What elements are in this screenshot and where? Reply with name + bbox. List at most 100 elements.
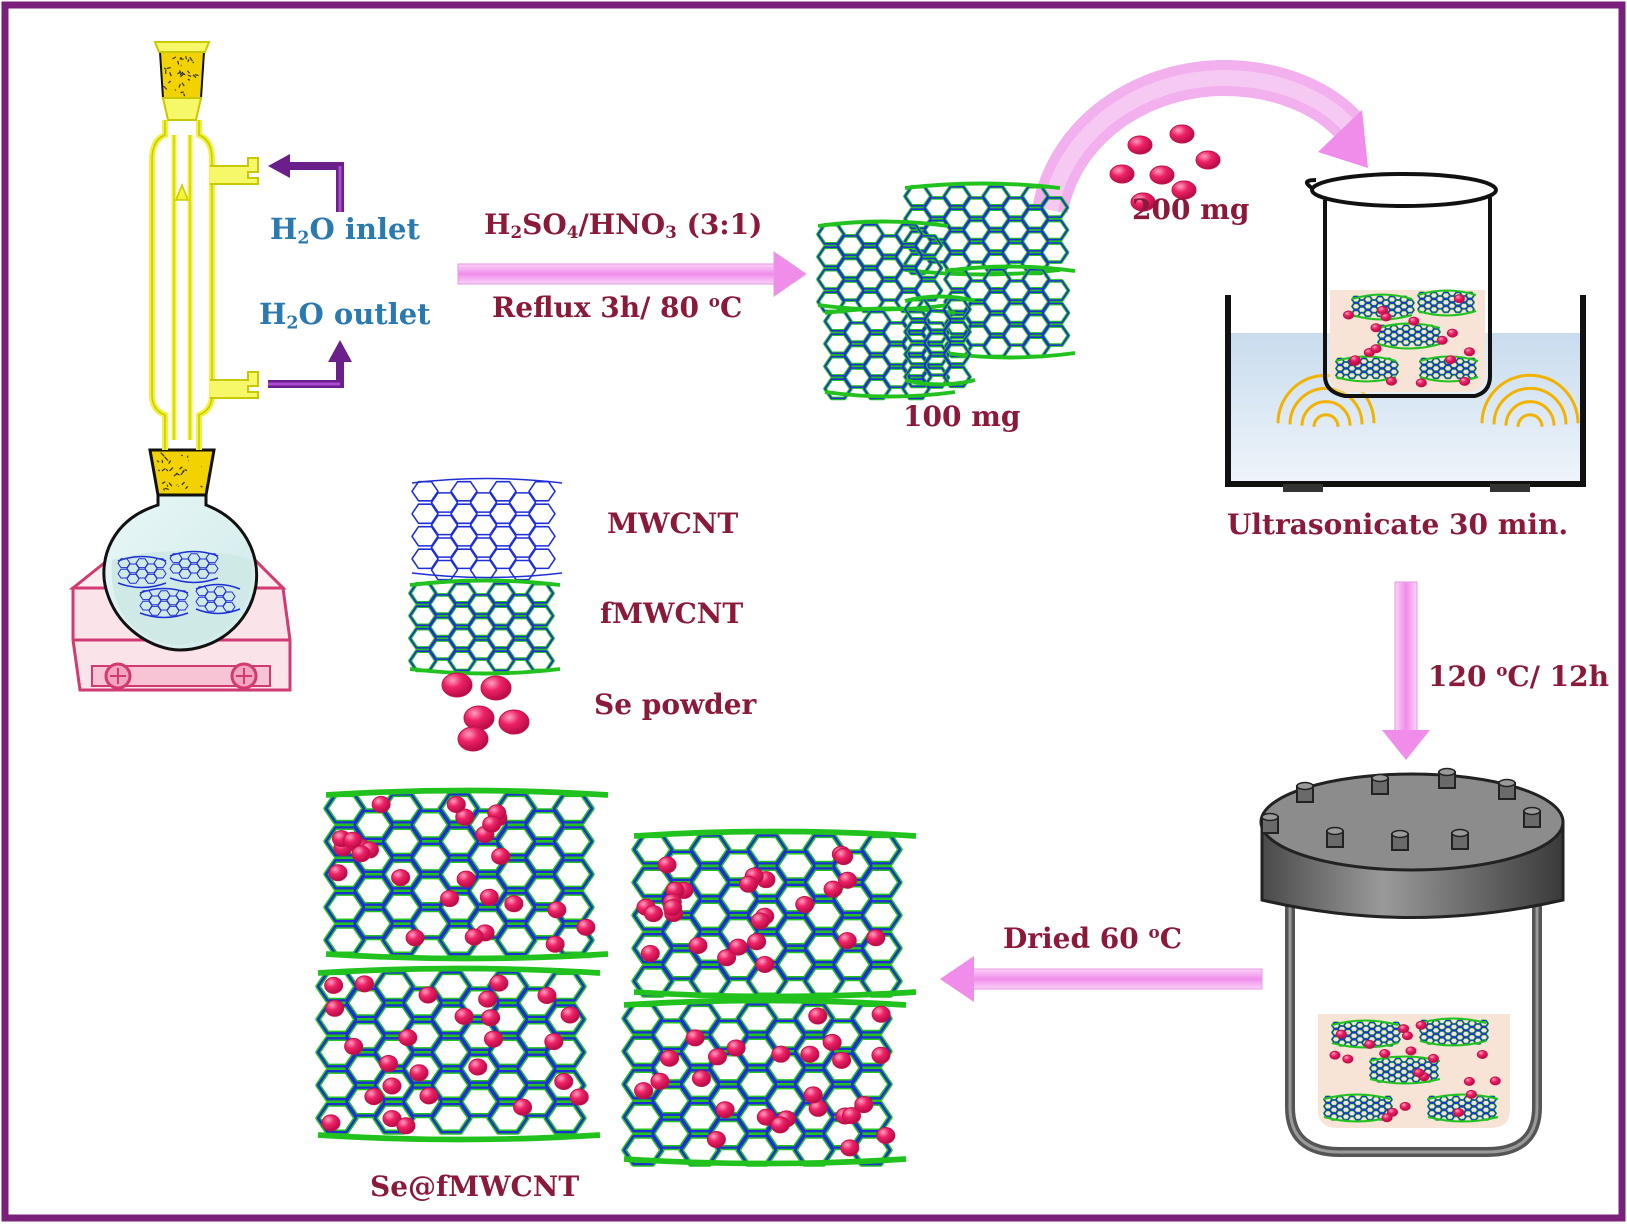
fmwcnt-tube	[903, 294, 976, 389]
se-particle	[1413, 1068, 1425, 1078]
se-particle	[715, 1101, 735, 1119]
se-particle	[841, 1107, 861, 1125]
autoclave-mixture-contents	[1323, 1017, 1501, 1123]
se-particle	[481, 1009, 501, 1027]
flask-liquid	[111, 551, 253, 645]
se-particle	[463, 705, 495, 731]
se-particle	[823, 880, 843, 898]
se-particle	[1370, 323, 1382, 333]
mass-200-label: 200 mg	[1132, 193, 1250, 226]
stopper-pattern	[163, 56, 199, 97]
mwcnt-tube	[411, 477, 563, 581]
se-particle	[391, 869, 411, 887]
se-particle	[537, 987, 557, 1005]
flask-joint-pattern	[156, 452, 203, 491]
se-particle	[650, 1072, 670, 1090]
mwcnt-tube	[117, 555, 167, 589]
se-particle	[1453, 1107, 1465, 1117]
se-particle	[717, 949, 737, 967]
se-particle	[1408, 316, 1420, 326]
se-particle	[560, 1006, 580, 1024]
se-particle	[1446, 328, 1458, 338]
se-particle	[1385, 376, 1397, 386]
se-particle	[685, 1029, 705, 1047]
se-particle	[498, 709, 530, 735]
se-particle	[866, 929, 886, 947]
se-particle	[321, 1114, 341, 1132]
se-particle	[688, 936, 708, 954]
bath-foot-left	[1283, 484, 1323, 492]
se-particle	[544, 1033, 564, 1051]
se-particle	[1436, 335, 1448, 345]
beaker-spout	[1304, 178, 1317, 190]
fmwcnt-tube-icon	[408, 578, 561, 676]
fmwcnt-bundle-icon	[816, 181, 1076, 401]
se-particle	[1415, 378, 1427, 388]
se-particle	[371, 795, 391, 813]
se-particle	[854, 1096, 874, 1114]
se-particle	[464, 928, 484, 946]
se-particle	[1171, 180, 1197, 200]
autoclave-bolts	[1261, 767, 1541, 851]
se-particle	[455, 808, 475, 826]
condenser-port-top	[210, 157, 259, 185]
se-particle	[1370, 344, 1382, 354]
se-particle	[419, 1087, 439, 1105]
se-particles-legend-icon	[441, 672, 530, 752]
se-particles-icon	[1109, 124, 1221, 212]
h2o-inlet-label: H2O inlet	[270, 212, 420, 249]
se-particle	[482, 815, 502, 833]
beaker-rim	[1310, 172, 1498, 208]
se-particle	[808, 1007, 828, 1025]
se-particle	[1465, 1089, 1477, 1099]
se-particle	[837, 932, 857, 950]
se-particle	[728, 938, 748, 956]
se-particle	[344, 1037, 364, 1055]
se-particle	[756, 1108, 776, 1126]
se-particle	[491, 847, 511, 865]
se-particle	[457, 726, 489, 752]
condenser-port-bottom	[210, 371, 259, 399]
se-particle	[382, 1077, 402, 1095]
se-particle	[1405, 1046, 1417, 1056]
se-particle	[1377, 305, 1389, 315]
fmwcnt-tube	[1419, 1017, 1489, 1047]
mwcnt-tube-icon	[411, 477, 563, 581]
se-particle	[441, 672, 473, 698]
legend-fmwcnt-label: fMWCNT	[600, 597, 744, 630]
condenser-inner-tube	[171, 135, 193, 440]
se-particle	[707, 1048, 727, 1066]
drying-label: Dried 60 oC	[1003, 921, 1183, 955]
se-particle	[1342, 1054, 1354, 1064]
se-particle	[324, 976, 344, 994]
acid-mixture-label: H2SO4/HNO3 (3:1)	[484, 208, 763, 243]
se-particle	[478, 990, 498, 1008]
se-particle	[755, 955, 775, 973]
se-particle	[504, 895, 524, 913]
se-particle	[726, 1039, 746, 1057]
se-particle	[838, 871, 858, 889]
se-particle	[634, 1082, 654, 1100]
se-particle	[1127, 135, 1153, 155]
fmwcnt-tube	[1335, 355, 1399, 383]
se-particle	[446, 796, 466, 814]
se-particle	[355, 975, 375, 993]
se-particle	[1459, 376, 1471, 386]
se-particle	[396, 1117, 416, 1135]
se-particle	[657, 856, 677, 874]
mwcnt-tube	[195, 583, 241, 615]
se-particle	[770, 1116, 790, 1134]
se-particle	[398, 1029, 418, 1047]
se-particle	[483, 1030, 503, 1048]
reflux-condenser-flask-icon	[68, 41, 292, 692]
mass-100-label: 100 mg	[903, 400, 1021, 433]
se-particle	[1169, 124, 1195, 144]
se-particle	[771, 1045, 791, 1063]
se-particle	[576, 918, 596, 936]
condenser-jacket	[149, 120, 215, 450]
hydrothermal-label: 120 oC/ 12h	[1428, 659, 1609, 693]
arrow-drying	[940, 956, 1263, 1002]
se-particle	[1364, 1039, 1376, 1049]
